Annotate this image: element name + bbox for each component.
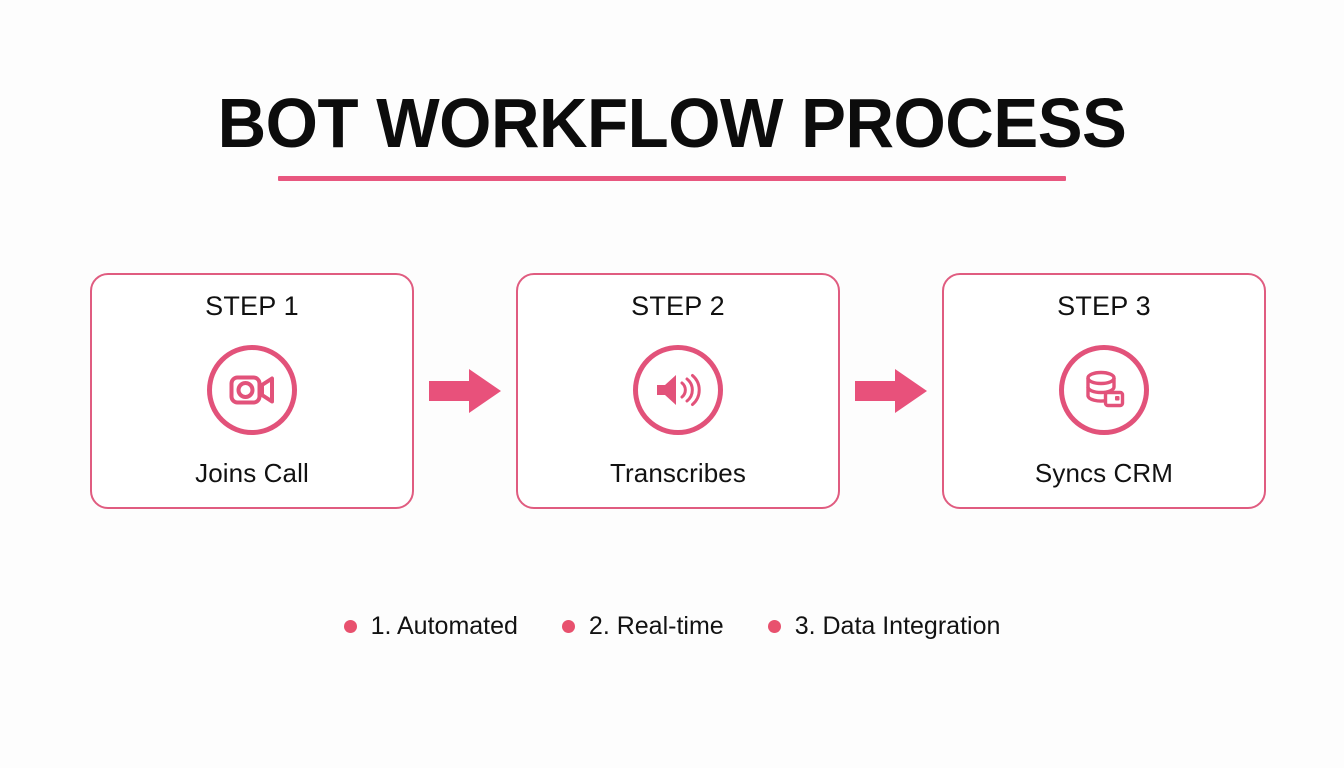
- legend-item-1-label: 1. Automated: [370, 612, 518, 640]
- step-card-1[interactable]: STEP 1 Joins Call: [90, 273, 414, 509]
- legend-row: 1. Automated 2. Real-time 3. Data Integr…: [0, 612, 1344, 641]
- step-card-2[interactable]: STEP 2 Transcribes: [516, 273, 840, 509]
- step-card-3-number: STEP 3: [1057, 291, 1151, 321]
- step-card-1-number: STEP 1: [205, 291, 299, 321]
- arrow-right-icon-2: [854, 365, 928, 417]
- speaker-volume-icon: [633, 345, 723, 435]
- legend-item-3: 3. Data Integration: [767, 612, 1001, 641]
- video-camera-icon: [207, 345, 297, 435]
- bullet-dot-icon-1: [343, 620, 357, 633]
- step-card-3[interactable]: STEP 3 Syncs CRM: [942, 273, 1266, 509]
- page-title: BOT WORKFLOW PROCESS: [217, 84, 1127, 162]
- step-card-2-number: STEP 2: [631, 291, 725, 321]
- title-underline-rule: [278, 176, 1066, 181]
- step-card-2-label: Transcribes: [610, 458, 746, 488]
- legend-item-2: 2. Real-time: [561, 612, 724, 641]
- legend-item-2-label: 2. Real-time: [588, 612, 724, 640]
- legend-item-1: 1. Automated: [343, 612, 518, 641]
- title-block: BOT WORKFLOW PROCESS: [0, 88, 1344, 181]
- step-card-1-label: Joins Call: [195, 458, 309, 488]
- step-card-3-label: Syncs CRM: [1034, 458, 1174, 488]
- bullet-dot-icon-2: [561, 620, 575, 633]
- database-icon: [1059, 345, 1149, 435]
- steps-row: STEP 1 Joins Call STEP 2: [90, 273, 1266, 509]
- bullet-dot-icon-3: [767, 620, 781, 633]
- arrow-right-icon-1: [428, 365, 502, 417]
- legend-item-3-label: 3. Data Integration: [794, 612, 1001, 640]
